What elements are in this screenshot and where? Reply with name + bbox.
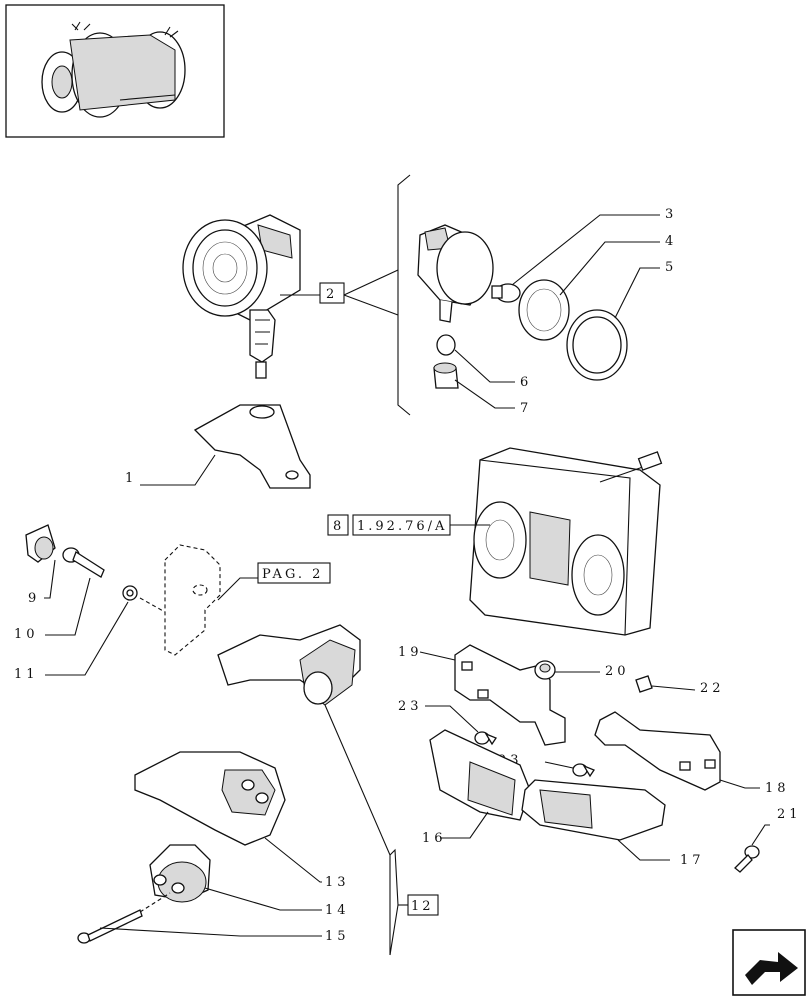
callout-6: 6 (520, 375, 532, 390)
callout-9: 9 (28, 591, 40, 606)
callout-2: 2 (326, 287, 337, 302)
callout-8: 8 (333, 519, 344, 534)
callout-10: 10 (14, 627, 39, 642)
lamp-cap (433, 362, 459, 389)
callout-18: 18 (765, 781, 790, 796)
lamp-ring (566, 309, 628, 381)
rear-tail-lamp (469, 447, 663, 636)
callout-4: 4 (665, 234, 677, 249)
rear-lamp-left (429, 729, 531, 821)
screw-23a (474, 731, 497, 746)
callout-3: 3 (665, 207, 677, 222)
callout-11: 11 (14, 667, 39, 682)
callout-pag: PAG. 2 (262, 567, 323, 582)
callout-1: 1 (125, 471, 137, 486)
callout-12: 12 (411, 899, 434, 914)
callout-21: 21 (777, 807, 802, 822)
callout-5: 5 (665, 260, 677, 275)
callout-22: 22 (700, 681, 725, 696)
side-lamp-body (149, 844, 211, 903)
callout-8-ref: 1.92.76/A (357, 519, 447, 534)
lamp-bracket (193, 404, 311, 489)
rear-lamp-right (521, 779, 666, 841)
mounting-plate-left (454, 644, 566, 746)
tractor-thumbnail-icon[interactable] (5, 4, 225, 138)
callout-7: 7 (520, 401, 532, 416)
callout-23-a: 23 (398, 699, 423, 714)
side-lamp-bracket-lower (134, 751, 286, 846)
side-lamp-bracket-upper (217, 624, 361, 706)
reference-bracket (164, 544, 221, 656)
clip (635, 675, 653, 693)
callout-16: 16 (422, 831, 447, 846)
mounting-plate-right (594, 711, 721, 791)
screw-23b (572, 763, 595, 778)
rubber-cap (25, 524, 56, 563)
washer (122, 585, 138, 601)
callout-15: 15 (325, 929, 350, 944)
work-lamp (182, 214, 301, 379)
grommet (534, 660, 556, 680)
lamp-nut (436, 334, 456, 356)
callout-20: 20 (605, 664, 630, 679)
lamp-bulb (491, 283, 521, 303)
callout-13: 13 (325, 875, 350, 890)
lamp-housing (417, 224, 494, 323)
long-screw (77, 909, 143, 944)
lamp-lens (518, 279, 570, 341)
screw-21 (734, 845, 760, 873)
callout-14: 14 (325, 903, 350, 918)
callout-17: 17 (680, 853, 705, 868)
screw (62, 547, 105, 578)
callout-19: 19 (398, 645, 423, 660)
next-page-arrow-icon[interactable] (732, 929, 806, 996)
